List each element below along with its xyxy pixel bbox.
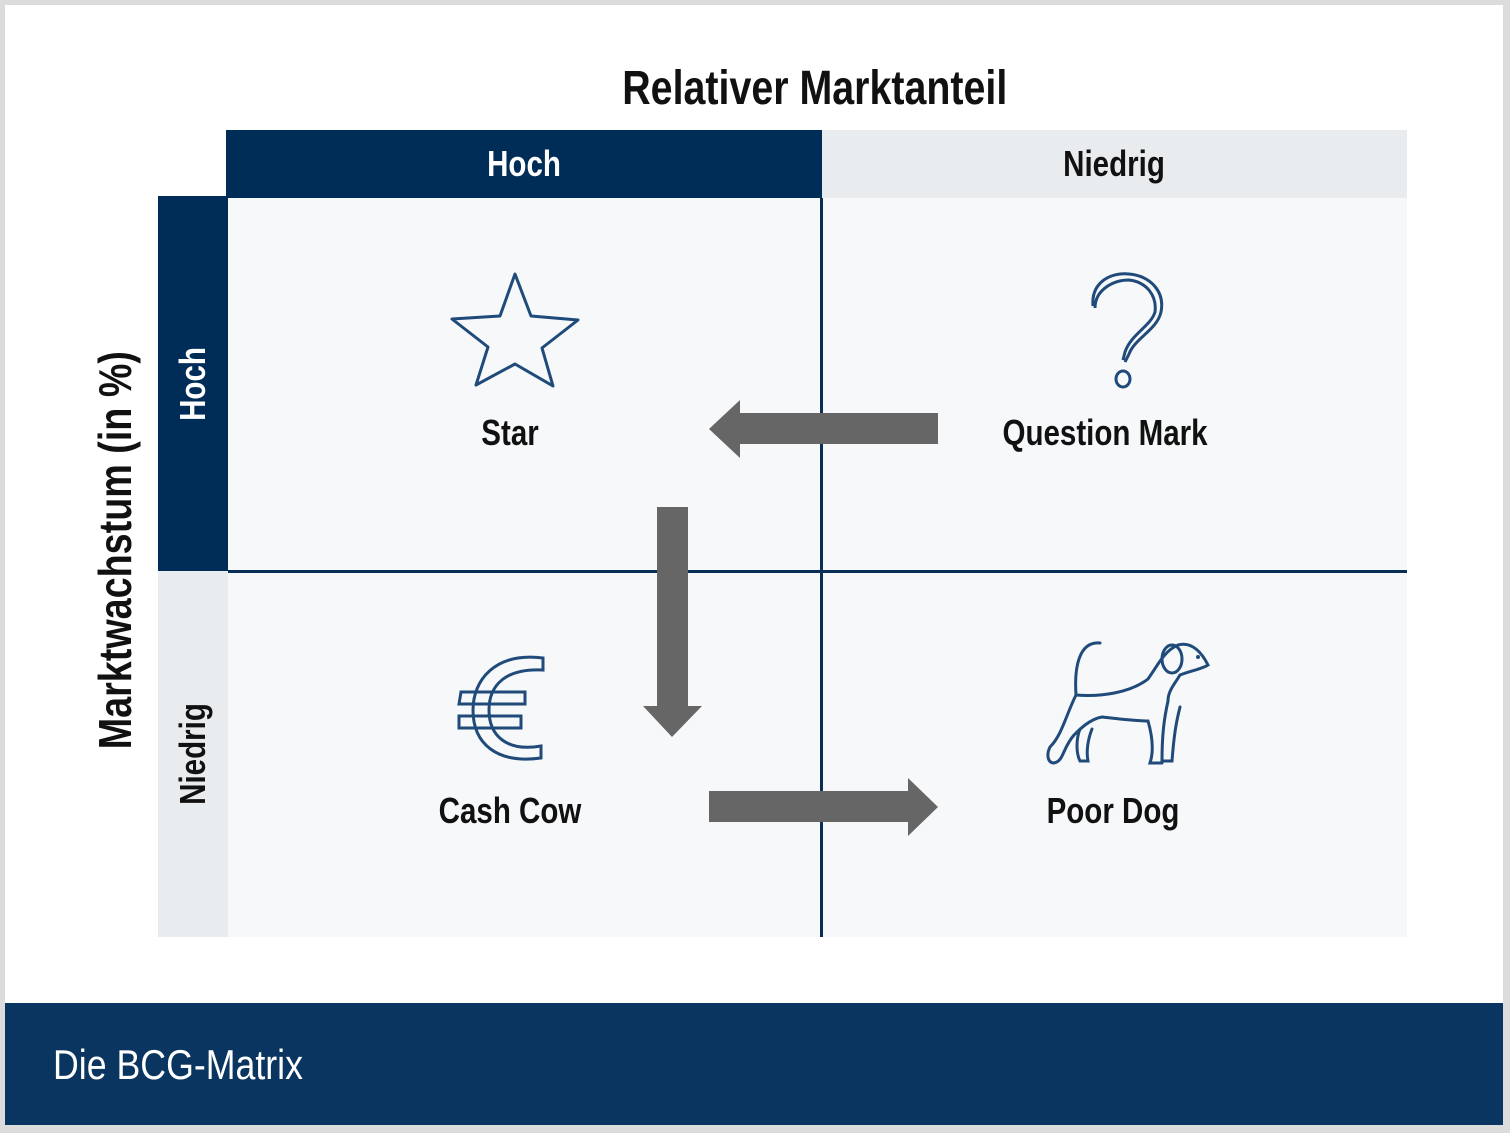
quadrant-label-star: Star — [481, 412, 539, 453]
column-header-hoch: Hoch — [226, 130, 822, 198]
star-icon — [450, 272, 580, 388]
x-axis-title: Relativer Marktanteil — [622, 61, 1008, 115]
footer-bar: Die BCG-Matrix — [5, 1003, 1503, 1125]
arrow-star-to-cashcow — [643, 507, 702, 737]
column-header-niedrig: Niedrig — [822, 130, 1407, 198]
row-header-niedrig: Niedrig — [158, 571, 228, 937]
question-mark-icon — [1091, 272, 1164, 389]
quadrant-label-question-mark: Question Mark — [1002, 412, 1208, 453]
row-header-hoch: Hoch — [158, 196, 228, 571]
horizontal-divider — [228, 570, 1407, 573]
dog-icon — [1046, 641, 1210, 765]
footer-caption: Die BCG-Matrix — [53, 1041, 303, 1088]
arrow-question-to-star — [709, 400, 938, 458]
quadrant-label-poor-dog: Poor Dog — [1046, 790, 1179, 831]
quadrant-label-cash-cow: Cash Cow — [438, 790, 582, 831]
vertical-divider — [820, 198, 823, 937]
euro-icon — [457, 655, 545, 761]
arrow-cashcow-to-dog — [709, 778, 938, 836]
